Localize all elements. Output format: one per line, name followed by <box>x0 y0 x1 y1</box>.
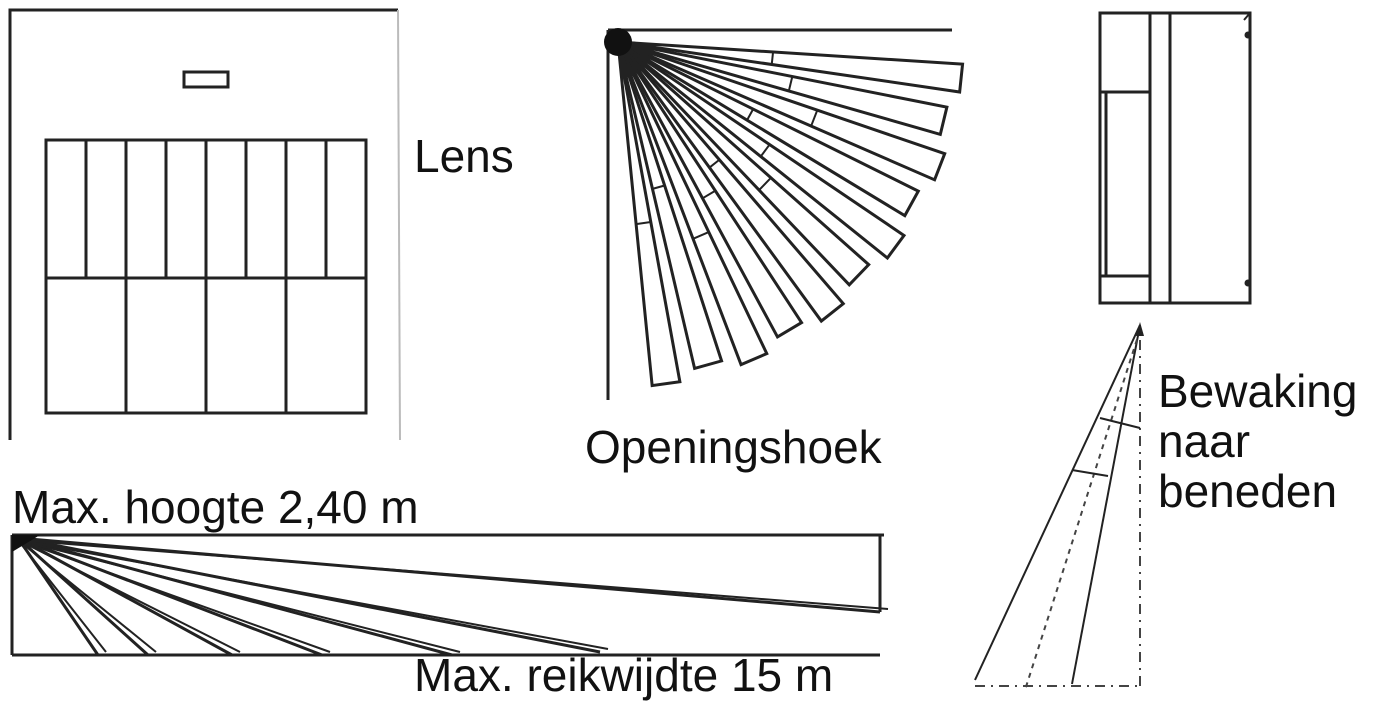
screw-bottom-icon <box>1244 279 1252 287</box>
lens-lower-segments <box>124 278 288 413</box>
fan-beam <box>616 41 724 371</box>
range-beams <box>16 535 889 657</box>
fan-beam <box>617 40 907 261</box>
range-beam-edge <box>17 539 461 653</box>
cone-inner-edge <box>1071 324 1141 685</box>
fan-beam <box>617 40 965 94</box>
range-beam-edge <box>17 539 331 653</box>
range-beam-edge <box>17 539 889 610</box>
range-beam-edge <box>17 539 107 653</box>
fan-beam-segment <box>759 143 771 158</box>
range-beam-edge <box>17 539 157 653</box>
lens-front-view <box>8 8 401 441</box>
zone-arc-1 <box>1099 417 1141 429</box>
cone-outer-edge <box>974 324 1141 681</box>
screw-top-icon <box>1244 31 1252 39</box>
fan-beam <box>616 41 804 340</box>
max-height-label: Max. hoogte 2,40 m <box>12 481 419 533</box>
fan-beam-segment <box>635 221 651 226</box>
opening-angle-label: Openingshoek <box>585 421 882 473</box>
fan-beam-segment <box>746 108 755 121</box>
detector-body <box>1098 11 1252 305</box>
fan-beam-segment <box>758 177 772 191</box>
zone-arc-2 <box>1071 469 1109 477</box>
downward-monitoring-label: Bewaking naar beneden <box>1158 366 1357 516</box>
downward-cone <box>974 322 1144 691</box>
fan-beam-segment <box>708 158 720 169</box>
detector-side-view <box>1098 11 1252 305</box>
fan-beam-segment <box>787 76 794 92</box>
max-range-label: Max. reikwijdte 15 m <box>414 649 834 701</box>
cone-mid-line <box>1024 329 1141 691</box>
lens-label: Lens <box>414 130 514 182</box>
fan-beam <box>616 41 682 388</box>
fan-beam <box>616 40 871 287</box>
fan-beam-segment <box>770 51 775 65</box>
detector-corner <box>1243 12 1251 21</box>
range-side-view <box>10 533 889 657</box>
fan-beam <box>617 40 947 182</box>
downward-label-line-3: beneden <box>1158 465 1338 517</box>
range-beam-edge <box>17 539 609 650</box>
cone-origin <box>1136 322 1144 336</box>
fan-beam-segment <box>652 184 665 190</box>
fan-beam-segment <box>702 189 716 200</box>
fan-beam <box>616 41 846 324</box>
housing-right-edge <box>397 9 401 441</box>
lens-upper-segments <box>84 140 328 278</box>
housing-outline <box>8 8 398 440</box>
sensor-window <box>182 70 230 89</box>
range-beam-edge <box>17 539 241 653</box>
fan-beam-segment <box>810 109 819 127</box>
range-origin <box>12 535 40 552</box>
downward-label-line-2: naar <box>1158 415 1251 467</box>
fan-beam <box>617 40 921 218</box>
range-beam <box>17 536 601 654</box>
opening-angle-fan <box>604 28 965 400</box>
downward-label-line-1: Bewaking <box>1158 365 1358 417</box>
fan-beam-segment <box>692 231 710 240</box>
fan-beam <box>617 40 949 137</box>
fan-beam <box>616 41 769 367</box>
fan-origin <box>604 28 632 56</box>
fan-beams <box>616 40 965 388</box>
